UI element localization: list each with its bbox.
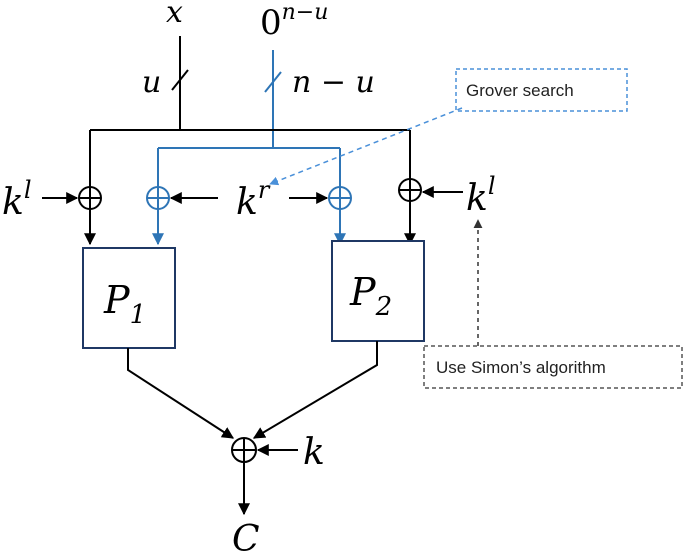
key-k: k [303, 432, 325, 473]
input-x-label: x [166, 0, 183, 30]
key-kl-right: kl [466, 172, 496, 219]
input-zero-label: 0n−u [260, 0, 328, 43]
width-n-minus-u-label: n − u [292, 65, 375, 100]
output-wire-p2 [252, 341, 378, 439]
svg-text:Grover search: Grover search [466, 81, 574, 100]
xor-left-kr [146, 186, 170, 210]
key-kl-left: kl [2, 176, 32, 223]
permutation-p1: P1 [82, 247, 176, 349]
xor-right-kl [398, 178, 422, 202]
output-c-label: C [232, 519, 260, 556]
grover-search-callout: Grover search [455, 68, 628, 112]
width-u-label: u [142, 65, 161, 100]
key-kr: kr [236, 176, 271, 223]
xor-right-kr [328, 186, 352, 210]
xor-left-kl [78, 186, 102, 210]
svg-text:P1: P1 [103, 278, 146, 330]
svg-text:Use Simon’s algorithm: Use Simon’s algorithm [436, 358, 606, 377]
xor-output-k [231, 437, 257, 463]
simon-algorithm-callout: Use Simon’s algorithm [423, 345, 683, 389]
permutation-p2: P2 [331, 240, 425, 342]
grover-pointer [269, 107, 463, 186]
output-wire-p1 [127, 348, 235, 439]
svg-text:P2: P2 [349, 270, 392, 322]
input-u-slash [171, 69, 189, 91]
input-n-minus-u-slash [264, 71, 282, 93]
